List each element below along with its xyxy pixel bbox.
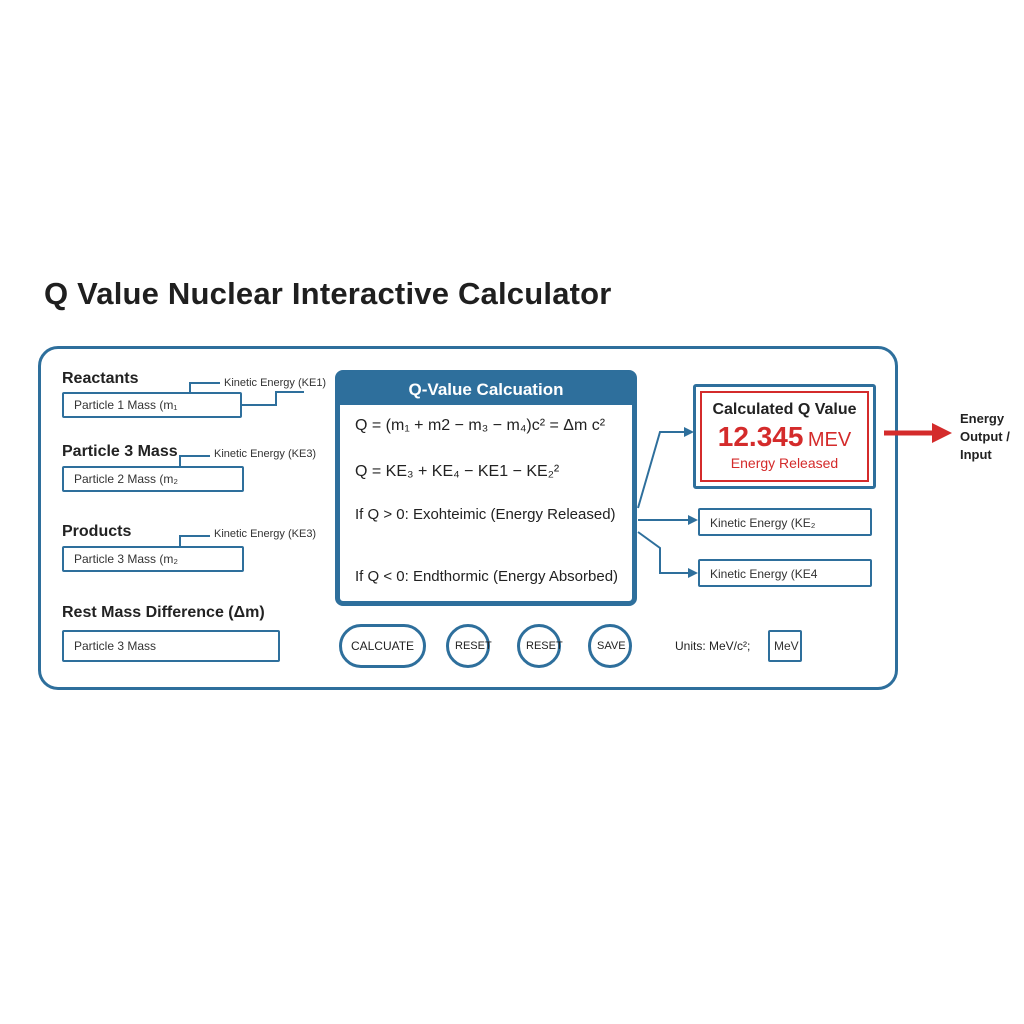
page-title: Q Value Nuclear Interactive Calculator — [44, 276, 612, 311]
formula-line-1: Q = (m₁ + m2 − m₃ − m₄)c² = Δm c² — [355, 417, 606, 434]
energy-output-note: Energy Output / Input — [960, 410, 1010, 464]
particle-3-ke-label: Kinetic Energy (KE3) — [214, 448, 317, 460]
result-value-row: 12.345 MEV — [702, 421, 867, 453]
formula-line-2: Q = KE₃ + KE₄ − KE1 − KE₂² — [355, 463, 560, 480]
result-inner: Calculated Q Value 12.345 MEV Energy Rel… — [700, 391, 869, 482]
products-ke-label: Kinetic Energy (KE3) — [214, 528, 317, 540]
result-value: 12.345 — [717, 421, 804, 452]
calculate-button[interactable]: CALCUATE — [339, 624, 426, 668]
products-label: Products — [62, 523, 132, 540]
reactants-label: Reactants — [62, 370, 139, 387]
result-unit: MEV — [807, 429, 852, 451]
result-status: Energy Released — [730, 455, 839, 471]
ke2-output-field[interactable]: Kinetic Energy (KE₂ — [698, 508, 872, 536]
calculator-panel — [38, 346, 898, 690]
rest-mass-field[interactable]: Particle 3 Mass — [62, 630, 280, 662]
particle-2-mass-field[interactable]: Particle 2 Mass (m₂ — [62, 466, 244, 492]
formula-line-4: If Q < 0: Endthormic (Energy Absorbed) — [355, 568, 619, 585]
result-box: Calculated Q Value 12.345 MEV Energy Rel… — [693, 384, 876, 489]
formula-heading: Q-Value Calcuation — [340, 375, 632, 405]
formula-box: Q-Value Calcuation Q = (m₁ + m2 − m₃ − m… — [335, 370, 637, 606]
ke4-output-field[interactable]: Kinetic Energy (KE4 — [698, 559, 872, 587]
reset-button-1[interactable]: RESET — [446, 624, 492, 668]
formula-line-3: If Q > 0: Exohteimic (Energy Released) — [355, 506, 616, 523]
reset-button-2[interactable]: RESET — [517, 624, 563, 668]
result-heading: Calculated Q Value — [712, 401, 857, 418]
units-label: Units: MeV/c²; — [675, 639, 751, 653]
rest-mass-label: Rest Mass Difference (Δm) — [62, 604, 265, 621]
energy-note-line-3: Input — [960, 447, 992, 462]
save-button[interactable]: SAVE — [588, 624, 632, 668]
energy-note-line-2: Output / — [960, 429, 1010, 444]
units-select[interactable]: MeV — [768, 630, 802, 662]
particle-1-mass-field[interactable]: Particle 1 Mass (m₁ — [62, 392, 242, 418]
particle-3-mass-field[interactable]: Particle 3 Mass (m₂ — [62, 546, 244, 572]
energy-note-line-1: Energy — [960, 411, 1005, 426]
reactants-ke-label: Kinetic Energy (KE1) — [224, 377, 327, 389]
particle-3-mass-label: Particle 3 Mass — [62, 443, 178, 460]
